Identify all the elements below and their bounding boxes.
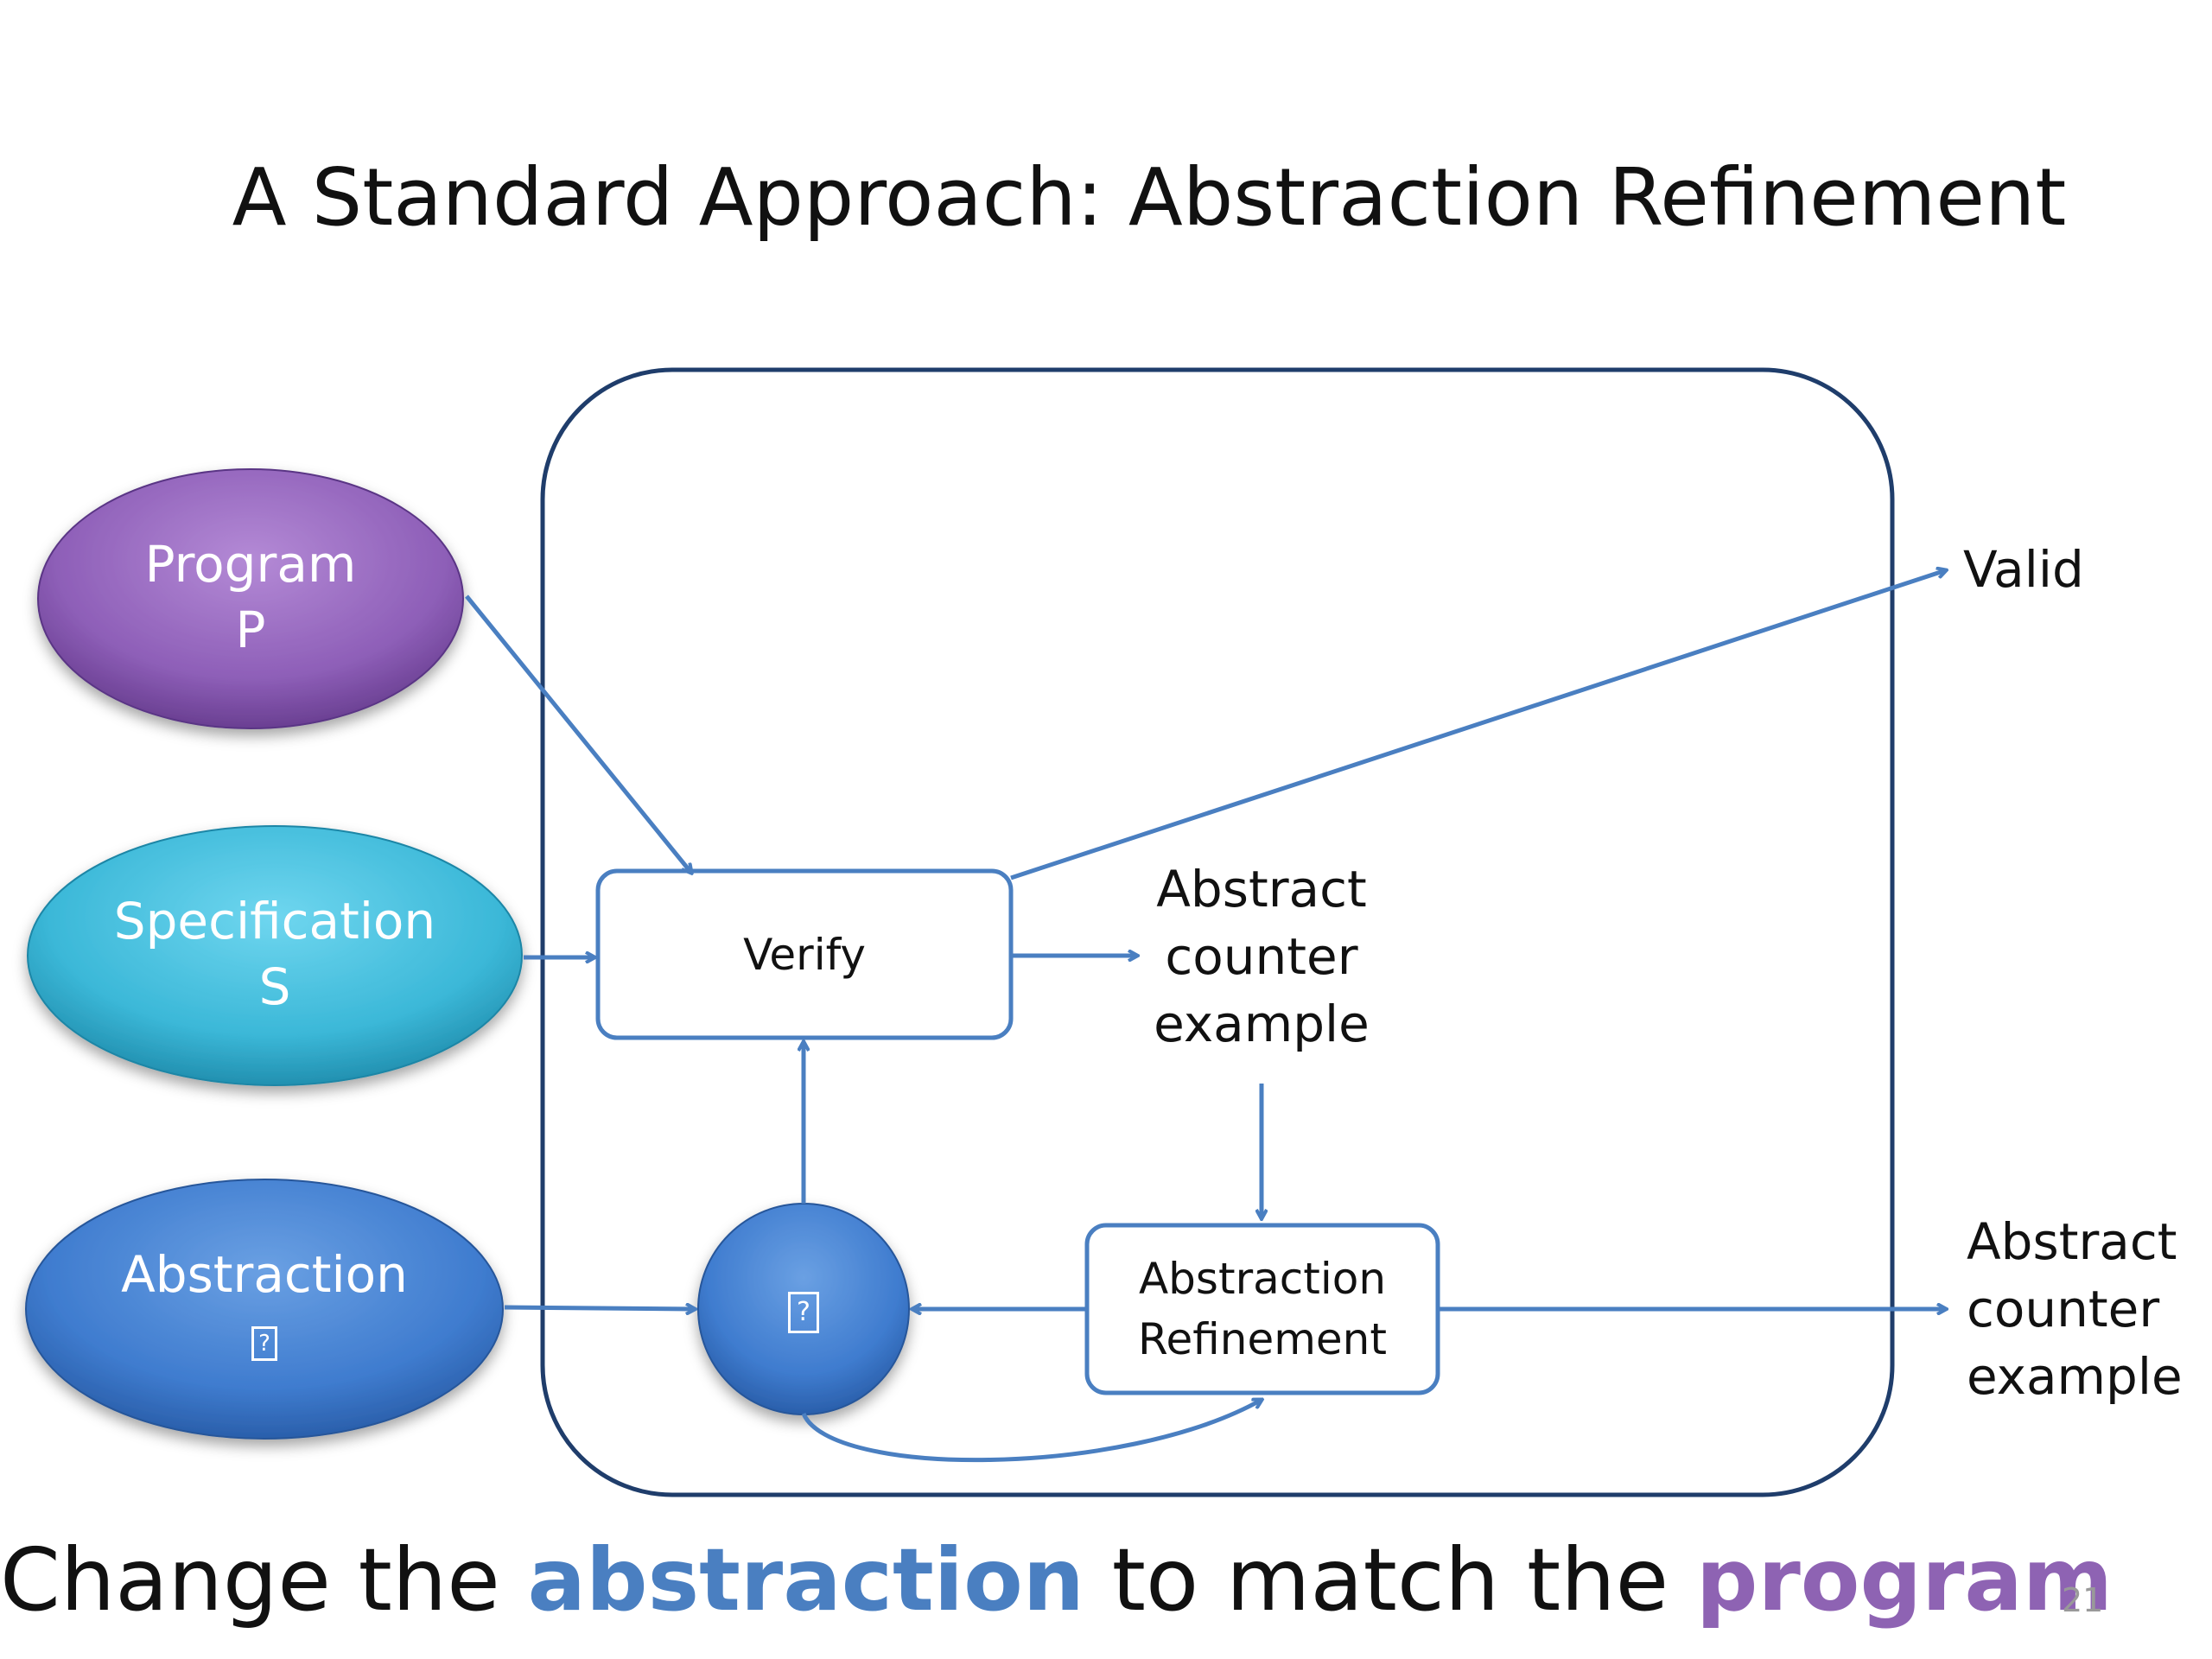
specification-label-line2: S [258, 957, 291, 1016]
abstraction-ellipse [25, 1179, 504, 1440]
caption-part2: to match the [1084, 1529, 1696, 1630]
verify-box [595, 868, 1014, 1040]
abstraction-refinement-line2: Refinement [1138, 1314, 1387, 1364]
specification-ellipse [27, 825, 523, 1086]
abstraction-refinement-label: Abstraction Refinement [1087, 1249, 1438, 1370]
program-label: Program P [38, 531, 463, 663]
inner-counterexample-line2: counter [1165, 927, 1358, 986]
slide-title: A Standard Approach: Abstraction Refinem… [232, 151, 2067, 244]
output-counterexample-line2: counter [1967, 1280, 2160, 1338]
process-frame [540, 367, 1895, 1497]
output-counterexample-line1: Abstract [1967, 1212, 2177, 1271]
bottom-caption: Change the abstraction to match the prog… [0, 1529, 2113, 1630]
arrow-verify-to-valid [1010, 570, 1946, 880]
abstraction-symbol-glyph: ? [251, 1325, 277, 1361]
caption-part1: Change the [0, 1529, 528, 1630]
arrow-node-to-refinement-curve [801, 1400, 1262, 1463]
specification-label-line1: Specification [113, 892, 436, 950]
caption-keyword-program: program [1695, 1529, 2113, 1630]
program-label-line2: P [235, 601, 266, 659]
abstraction-node-glyph: ? [788, 1291, 819, 1333]
inner-counterexample-line1: Abstract [1156, 860, 1367, 918]
abstraction-node-label: ? [698, 1276, 909, 1342]
caption-keyword-abstraction: abstraction [527, 1529, 1084, 1630]
abstraction-refinement-line1: Abstraction [1138, 1254, 1387, 1304]
output-counterexample-line3: example [1967, 1347, 2183, 1406]
program-label-line1: Program [144, 535, 357, 594]
abstraction-label-line1: Abstraction [121, 1245, 408, 1304]
specification-label: Specification S [28, 888, 522, 1020]
abstraction-label-line2: ? [26, 1307, 503, 1373]
abstraction-label: Abstraction ? [26, 1242, 503, 1373]
output-counterexample-label: Abstract counter example [1967, 1208, 2183, 1410]
slide-number: 21 [2062, 1581, 2104, 1619]
inner-counterexample-label: Abstract counter example [1141, 855, 1382, 1058]
program-ellipse [37, 468, 464, 729]
abstraction-refinement-box [1084, 1223, 1440, 1395]
verify-label: Verify [743, 930, 866, 980]
arrow-program-to-verify [465, 594, 691, 873]
inner-counterexample-line3: example [1154, 995, 1370, 1053]
arrow-abstraction-to-node [504, 1307, 695, 1309]
valid-output-label: Valid [1963, 540, 2084, 599]
